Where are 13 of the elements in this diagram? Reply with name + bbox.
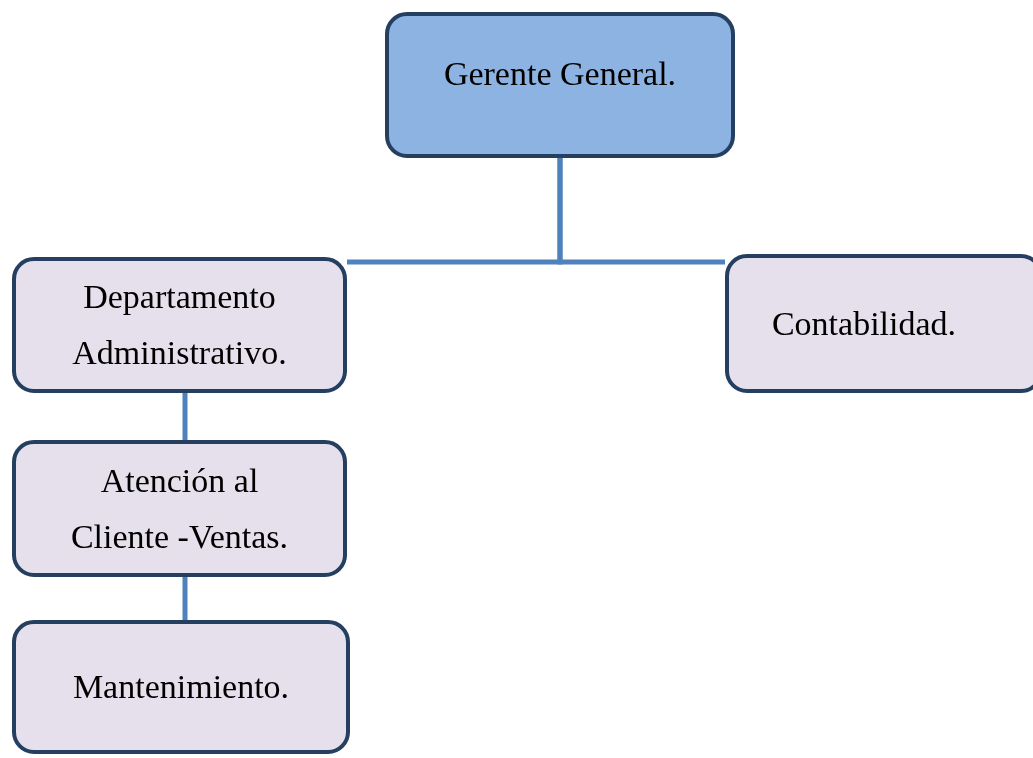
org-box [725, 254, 1033, 393]
connector-line [557, 158, 725, 265]
box-label: Contabilidad. [771, 303, 957, 344]
org-box [385, 12, 735, 158]
connector-line [182, 577, 188, 620]
box-label: Atención al Cliente -Ventas. [69, 460, 290, 557]
connector-line [182, 393, 188, 440]
org-box [12, 257, 347, 393]
box-label: Departamento Administrativo. [71, 277, 288, 373]
org-box [12, 620, 350, 754]
box-label: Gerente General. [443, 54, 677, 94]
box-label: Mantenimiento. [72, 667, 290, 707]
org-box [12, 440, 347, 577]
